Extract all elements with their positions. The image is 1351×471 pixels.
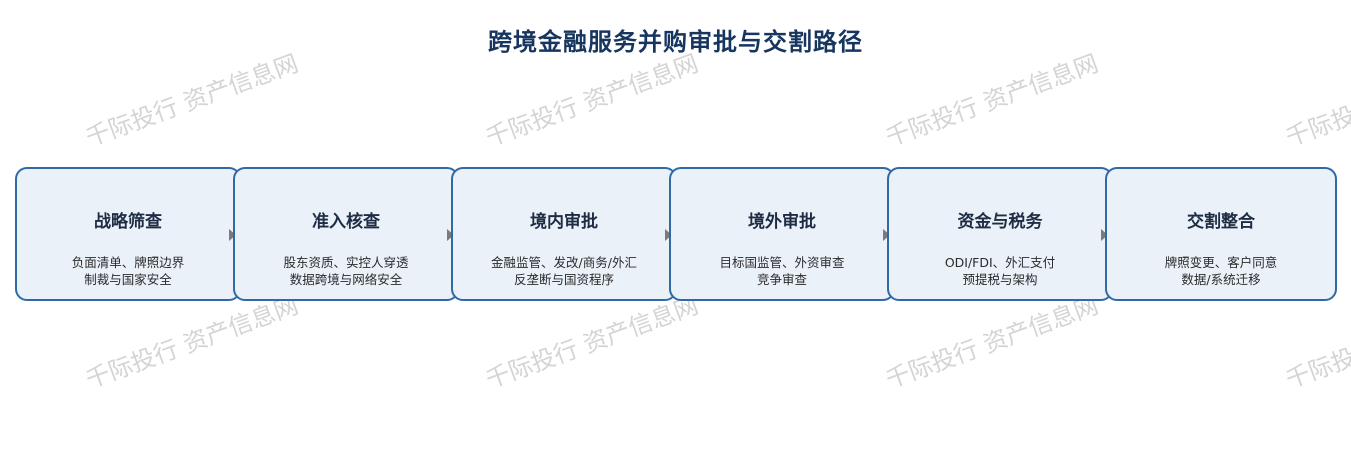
stage-line: 反垄断与国资程序 [513, 272, 614, 287]
stage-description: ODI/FDI、外汇支付 预提税与架构 [889, 254, 1111, 288]
stage-line: ODI/FDI、外汇支付 [944, 255, 1056, 270]
stage-title: 境外审批 [748, 212, 816, 232]
stage-line: 竞争审查 [756, 272, 807, 287]
stage-line: 股东资质、实控人穿透 [283, 255, 409, 270]
stage-line: 牌照变更、客户同意 [1164, 255, 1278, 270]
stage-line: 数据/系统迁移 [1181, 272, 1261, 287]
stage-card-strategy-screening: 战略筛查 负面清单、牌照边界 制裁与国家安全 [15, 167, 241, 301]
arrow-right-icon [665, 229, 672, 241]
stage-description: 牌照变更、客户同意 数据/系统迁移 [1107, 254, 1335, 288]
stage-title: 交割整合 [1187, 212, 1255, 232]
stage-title: 准入核查 [312, 212, 380, 232]
stage-line: 数据跨境与网络安全 [289, 272, 403, 287]
stage-card-closing-integration: 交割整合 牌照变更、客户同意 数据/系统迁移 [1105, 167, 1337, 301]
stage-description: 负面清单、牌照边界 制裁与国家安全 [17, 254, 239, 288]
stage-description: 金融监管、发改/商务/外汇 反垄断与国资程序 [453, 254, 675, 288]
stage-card-access-review: 准入核查 股东资质、实控人穿透 数据跨境与网络安全 [233, 167, 459, 301]
stage-title: 境内审批 [530, 212, 598, 232]
arrow-right-icon [1101, 229, 1108, 241]
stage-line: 金融监管、发改/商务/外汇 [491, 255, 637, 270]
arrow-right-icon [883, 229, 890, 241]
stage-card-overseas-approval: 境外审批 目标国监管、外资审查 竞争审查 [669, 167, 895, 301]
stage-card-funds-and-tax: 资金与税务 ODI/FDI、外汇支付 预提税与架构 [887, 167, 1113, 301]
stage-line: 制裁与国家安全 [84, 272, 172, 287]
stage-title: 战略筛查 [94, 212, 162, 232]
stage-title: 资金与税务 [957, 212, 1043, 232]
stage-line: 目标国监管、外资审查 [719, 255, 845, 270]
stage-description: 目标国监管、外资审查 竞争审查 [671, 254, 893, 288]
arrow-right-icon [447, 229, 454, 241]
arrow-right-icon [229, 229, 236, 241]
stage-card-domestic-approval: 境内审批 金融监管、发改/商务/外汇 反垄断与国资程序 [451, 167, 677, 301]
diagram-title: 跨境金融服务并购审批与交割路径 [488, 28, 863, 56]
stage-line: 负面清单、牌照边界 [71, 255, 185, 270]
stage-line: 预提税与架构 [962, 272, 1038, 287]
stage-description: 股东资质、实控人穿透 数据跨境与网络安全 [235, 254, 457, 288]
